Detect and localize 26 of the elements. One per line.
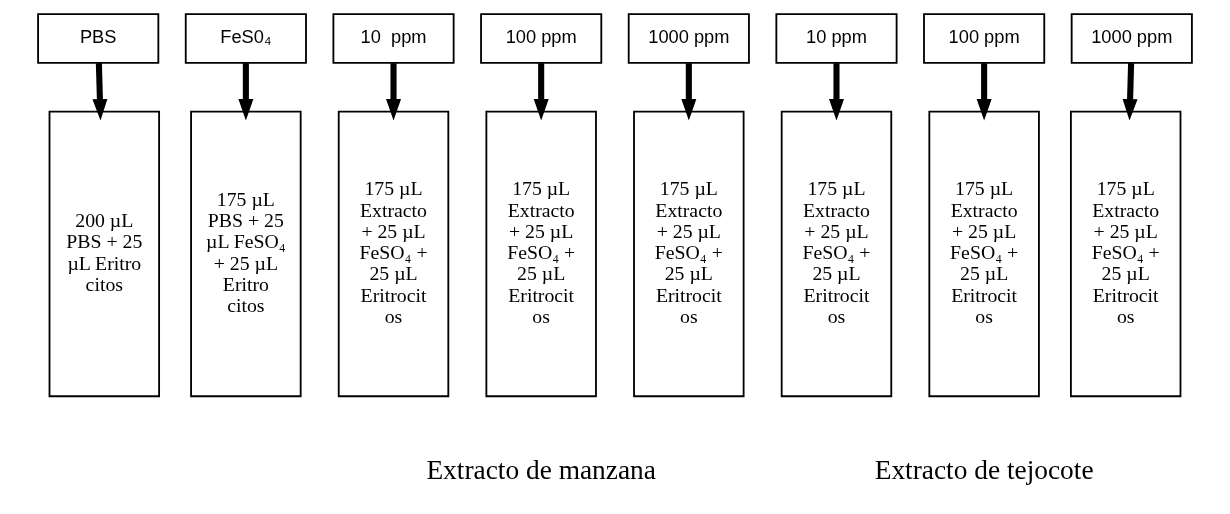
- node-box: 175 µL Extracto + 25 µL FeSO₄ + 25 µL Eritrocit os: [485, 110, 597, 398]
- node-box: 100 ppm: [480, 13, 603, 64]
- node-box: 1000 ppm: [627, 13, 750, 64]
- node-box: PBS: [37, 13, 160, 64]
- node-box: 1000 ppm: [1070, 13, 1193, 64]
- arrow: [829, 63, 844, 121]
- node-box: 175 µL Extracto + 25 µL FeSO₄ + 25 µL Eritrocit os: [337, 110, 450, 398]
- arrow: [533, 63, 549, 121]
- node-box: 200 µL PBS + 25 µL Eritro citos: [48, 110, 160, 398]
- arrow: [681, 63, 697, 121]
- node-box: 175 µL Extracto + 25 µL FeSO₄ + 25 µL Eritrocit os: [928, 110, 1040, 398]
- arrow: [1122, 63, 1138, 121]
- label: Extracto de manzana: [426, 455, 656, 486]
- node-box: 175 µL Extracto + 25 µL FeSO₄ + 25 µL Eritrocit os: [1070, 110, 1182, 398]
- node-box: 175 µL PBS + 25 µL FeSO₄ + 25 µL Eritro citos: [190, 110, 302, 398]
- arrow: [386, 63, 401, 121]
- node-box: 175 µL Extracto + 25 µL FeSO₄ + 25 µL Eritrocit os: [633, 110, 745, 398]
- node-box: 10 ppm: [775, 13, 898, 64]
- arrow: [92, 63, 108, 121]
- node-box: 10 ppm: [332, 13, 455, 64]
- node-box: 175 µL Extracto + 25 µL FeSO₄ + 25 µL Eritrocit os: [780, 110, 893, 398]
- arrow: [976, 63, 992, 121]
- arrow: [238, 63, 254, 121]
- node-box: 100 ppm: [923, 13, 1046, 64]
- label: Extracto de tejocote: [874, 455, 1094, 486]
- node-box: FeS0₄: [184, 13, 307, 64]
